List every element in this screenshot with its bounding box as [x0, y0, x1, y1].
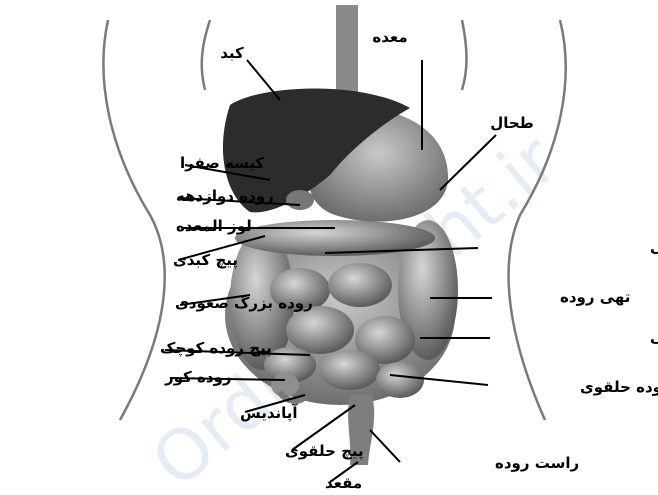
gallbladder — [286, 190, 314, 210]
label-stomach: معده — [372, 28, 407, 46]
label-descending-colon: روده بزرگ نزولی — [650, 328, 658, 346]
label-rectum: راست روده — [495, 454, 579, 472]
label-appendix: آپاندیس — [240, 404, 298, 423]
label-ascending-colon: روده بزرگ صعودی — [175, 294, 313, 312]
label-anus: مقعد — [325, 474, 362, 492]
label-duodenum: روده دوازدهه — [176, 187, 274, 205]
label-jejunum: تهی روده — [560, 288, 630, 306]
label-cecum: روده کور — [164, 368, 232, 386]
label-transverse-colon: روده بزرگ عرضی — [650, 238, 658, 256]
label-liver: کبد — [220, 44, 244, 62]
label-hepatic-flexure: پیچ کبدی — [173, 251, 238, 270]
label-sigmoid-colon: روده حلقوی — [580, 378, 658, 396]
label-gallbladder: کیسه صفرا — [180, 154, 264, 172]
label-spleen: طحال — [490, 114, 534, 132]
label-sigmoid-flexure: پیچ حلقوی — [285, 442, 364, 461]
label-small-intestine: پیچ روده کوچک — [160, 339, 272, 358]
label-pancreas: لوز المعده — [176, 217, 252, 235]
